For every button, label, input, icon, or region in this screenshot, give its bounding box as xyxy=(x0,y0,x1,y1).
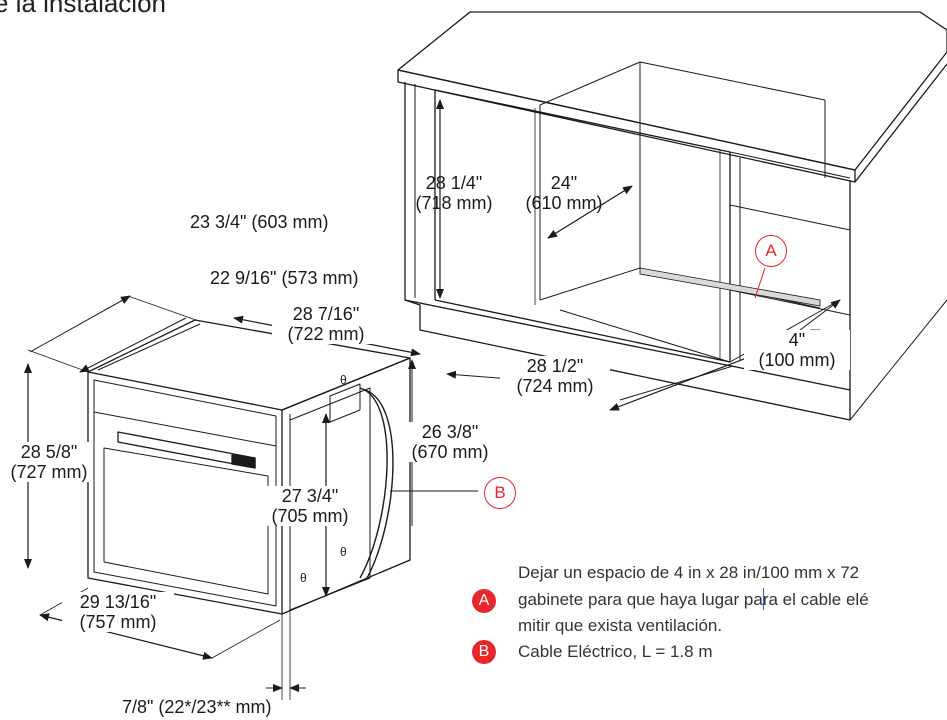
cutout-depth-value: 24" xyxy=(550,173,578,193)
cutout-height-mm: (718 mm) xyxy=(415,193,493,213)
text-cursor xyxy=(763,588,764,610)
oven-flange-label: 7/8" (22*/23** mm) xyxy=(122,697,272,717)
oven-width-body-label: 26 3/8" (670 mm) xyxy=(402,422,498,462)
dim-oven-depth-total xyxy=(29,295,131,353)
dim-gap xyxy=(799,299,841,331)
cutout-width-mm: (724 mm) xyxy=(516,376,594,396)
oven-width-body-mm: (670 mm) xyxy=(411,442,489,462)
oven-height-body-mm: (705 mm) xyxy=(271,506,349,526)
oven-width-top-label: 28 7/16" (722 mm) xyxy=(272,304,380,344)
oven-height-total-value: 28 5/8" xyxy=(20,442,78,462)
gap-label: 4" (100 mm) xyxy=(744,330,850,370)
oven-front-width-value: 29 13/16" xyxy=(79,592,157,612)
countertop-top xyxy=(397,11,947,71)
legend-text-b: Cable Eléctrico, L = 1.8 m xyxy=(518,642,713,661)
oven-height-total-mm: (727 mm) xyxy=(10,462,88,482)
svg-text:θ: θ xyxy=(300,571,307,585)
svg-text:θ: θ xyxy=(340,373,347,387)
page-title: e la instalación xyxy=(0,0,166,18)
cabinet xyxy=(397,11,947,421)
legend-text-a-line2: gabinete para que haya lugar para el cab… xyxy=(518,590,869,610)
legend-text-a-line3: mitir que exista ventilación. xyxy=(518,616,723,635)
oven-depth-total-label: 23 3/4" (603 mm) xyxy=(190,212,329,232)
legend-badge-a: A xyxy=(472,589,496,613)
legend-text-a-line2-part2: para el cable elé xyxy=(739,590,869,609)
vent-strip xyxy=(639,267,821,307)
cutout-depth-label: 24" (610 mm) xyxy=(514,173,614,213)
oven-width-top-value: 28 7/16" xyxy=(292,304,360,324)
oven-height-body-value: 27 3/4" xyxy=(281,486,339,506)
cutout-depth-mm: (610 mm) xyxy=(525,193,603,213)
cutout-right-edge xyxy=(434,89,731,362)
legend-text-a-line1: Dejar un espacio de 4 in x 28 in/100 mm … xyxy=(518,563,860,582)
oven-height-total-label: 28 5/8" (727 mm) xyxy=(6,442,92,482)
oven-front-width-mm: (757 mm) xyxy=(79,612,157,632)
cutout-width-value: 28 1/2" xyxy=(526,356,584,376)
cutout-height-value: 28 1/4" xyxy=(425,173,483,193)
cutout-height-label: 28 1/4" (718 mm) xyxy=(406,173,502,213)
svg-text:θ: θ xyxy=(340,545,347,559)
oven-height-body-label: 27 3/4" (705 mm) xyxy=(258,486,362,526)
oven-width-top-mm: (722 mm) xyxy=(287,324,365,344)
gap-mm: (100 mm) xyxy=(758,350,836,370)
gap-value: 4" xyxy=(788,330,806,350)
oven-front-width-label: 29 13/16" (757 mm) xyxy=(62,592,174,632)
oven-width-body-value: 26 3/8" xyxy=(421,422,479,442)
legend-badge-b: B xyxy=(472,640,496,664)
oven: θ θ θ xyxy=(87,319,411,615)
dim-cutout-depth xyxy=(547,185,633,239)
oven-window xyxy=(103,447,269,595)
cutout-width-label: 28 1/2" (724 mm) xyxy=(500,356,610,396)
callout-a: A xyxy=(755,235,787,267)
countertop-front-edge xyxy=(397,69,856,183)
oven-depth-body-label: 22 9/16" (573 mm) xyxy=(210,268,359,288)
callout-b: B xyxy=(484,477,516,509)
legend-text-a-line2-part1: gabinete para que haya lugar xyxy=(518,590,740,609)
